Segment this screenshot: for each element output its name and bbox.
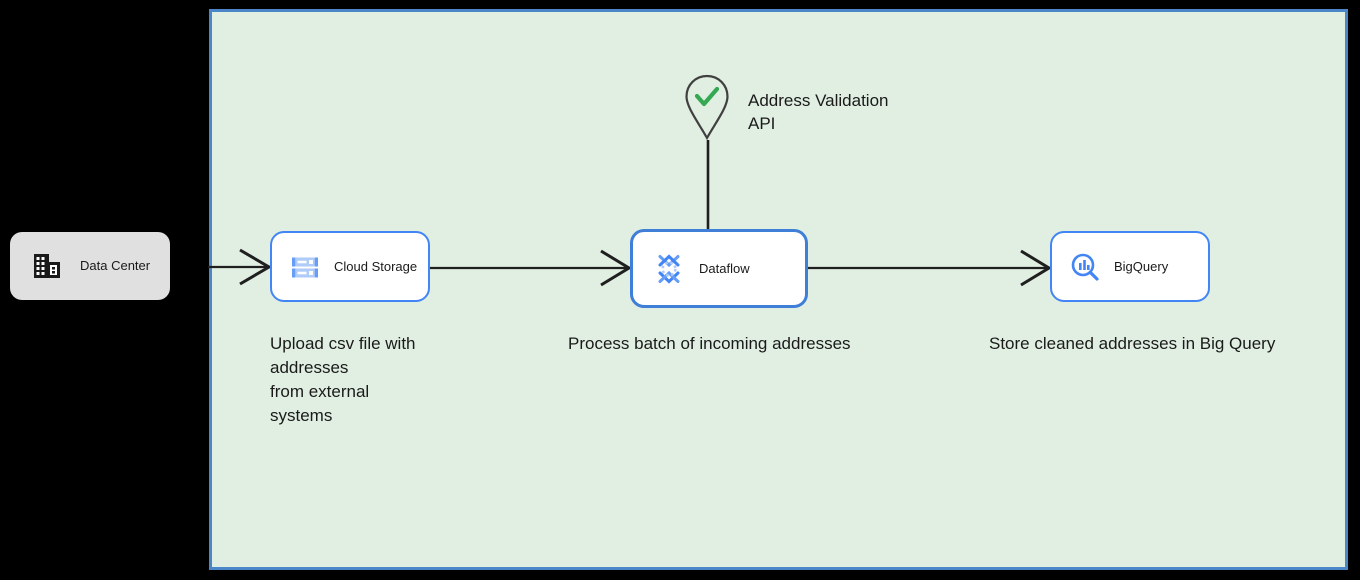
api-label-line1: Address Validation [748, 91, 889, 110]
node-bigquery[interactable]: BigQuery [1050, 231, 1210, 302]
node-data-center[interactable]: Data Center [10, 232, 170, 300]
caption-cloud-storage: Upload csv file with addresses from exte… [270, 332, 480, 429]
caption-line: from external [270, 382, 370, 402]
dataflow-icon [653, 253, 685, 285]
node-cloud-storage-label: Cloud Storage [334, 258, 418, 274]
building-icon [32, 251, 62, 281]
node-data-center-label: Data Center [80, 258, 151, 274]
caption-line: Upload csv file with [270, 334, 416, 353]
node-cloud-storage[interactable]: Cloud Storage [270, 231, 430, 302]
caption-bigquery: Store cleaned addresses in Big Query [989, 332, 1360, 356]
bigquery-icon [1070, 252, 1100, 282]
caption-line: Store cleaned addresses in Big Query [989, 334, 1276, 353]
node-dataflow-label: Dataflow [699, 260, 750, 276]
node-bigquery-label: BigQuery [1114, 258, 1169, 274]
caption-dataflow: Process batch of incoming addresses [568, 332, 928, 356]
address-validation-api-label: Address Validation API [748, 89, 978, 136]
api-label-line2: API [748, 114, 776, 134]
caption-line: Process batch of incoming addresses [568, 334, 851, 353]
node-dataflow[interactable]: Dataflow [630, 229, 808, 308]
caption-line: addresses [270, 358, 349, 378]
cloud-storage-icon [290, 252, 320, 282]
caption-line: systems [270, 406, 333, 426]
map-pin-check-icon [685, 74, 729, 140]
